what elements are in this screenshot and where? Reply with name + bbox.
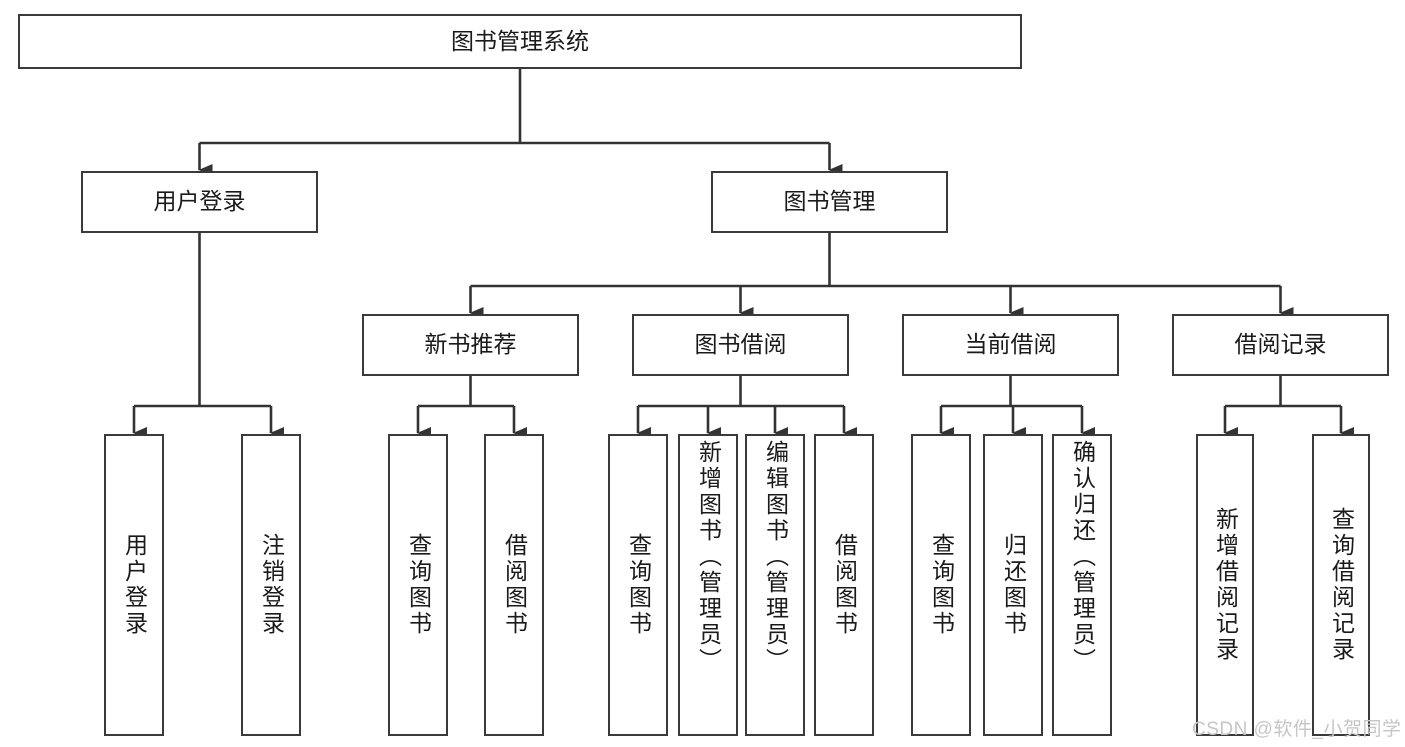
node-leaf-query-book-3[interactable]: 查询图书 bbox=[911, 434, 971, 736]
edge-paths bbox=[132, 69, 1354, 439]
node-label: 确认归还（管理员） bbox=[1069, 440, 1096, 674]
node-leaf-borrow-book-2[interactable]: 借阅图书 bbox=[814, 434, 874, 736]
node-leaf-logout[interactable]: 注销登录 bbox=[241, 434, 301, 736]
node-leaf-add-record[interactable]: 新增借阅记录 bbox=[1196, 434, 1254, 736]
node-root[interactable]: 图书管理系统 bbox=[18, 14, 1022, 69]
node-label: 图书借阅 bbox=[694, 331, 787, 358]
node-label: 用户登录 bbox=[121, 533, 148, 637]
node-label: 查询图书 bbox=[928, 533, 955, 637]
node-user-login[interactable]: 用户登录 bbox=[81, 171, 318, 233]
node-label: 借阅记录 bbox=[1234, 331, 1327, 358]
node-label: 查询图书 bbox=[625, 533, 652, 637]
node-leaf-borrow-book-1[interactable]: 借阅图书 bbox=[484, 434, 544, 736]
node-label: 借阅图书 bbox=[501, 533, 528, 637]
node-label: 新书推荐 bbox=[424, 331, 517, 358]
node-label: 借阅图书 bbox=[831, 533, 858, 637]
node-leaf-query-book-2[interactable]: 查询图书 bbox=[608, 434, 668, 736]
watermark-text: CSDN @软件_小贺同学 bbox=[1192, 719, 1402, 740]
node-label: 注销登录 bbox=[258, 533, 285, 637]
node-label: 查询借阅记录 bbox=[1328, 507, 1355, 663]
node-label: 查询图书 bbox=[405, 533, 432, 637]
node-label: 当前借阅 bbox=[964, 331, 1057, 358]
node-label: 图书管理 bbox=[783, 188, 876, 215]
node-leaf-confirm-return[interactable]: 确认归还（管理员） bbox=[1052, 434, 1112, 736]
node-leaf-query-record[interactable]: 查询借阅记录 bbox=[1312, 434, 1370, 736]
node-label: 用户登录 bbox=[153, 188, 246, 215]
node-book-manage[interactable]: 图书管理 bbox=[711, 171, 948, 233]
node-leaf-user-login[interactable]: 用户登录 bbox=[104, 434, 164, 736]
node-book-borrow[interactable]: 图书借阅 bbox=[632, 314, 849, 376]
node-label: 新增借阅记录 bbox=[1212, 507, 1239, 663]
node-new-book-recommend[interactable]: 新书推荐 bbox=[362, 314, 579, 376]
node-leaf-query-book-1[interactable]: 查询图书 bbox=[388, 434, 448, 736]
node-leaf-add-book[interactable]: 新增图书（管理员） bbox=[678, 434, 738, 736]
node-borrow-record[interactable]: 借阅记录 bbox=[1172, 314, 1389, 376]
node-label: 图书管理系统 bbox=[451, 27, 589, 54]
node-leaf-return-book[interactable]: 归还图书 bbox=[983, 434, 1043, 736]
node-current-borrow[interactable]: 当前借阅 bbox=[902, 314, 1119, 376]
node-leaf-edit-book[interactable]: 编辑图书（管理员） bbox=[745, 434, 805, 736]
node-label: 归还图书 bbox=[1000, 533, 1027, 637]
node-label: 编辑图书（管理员） bbox=[762, 440, 789, 674]
node-label: 新增图书（管理员） bbox=[695, 440, 722, 674]
